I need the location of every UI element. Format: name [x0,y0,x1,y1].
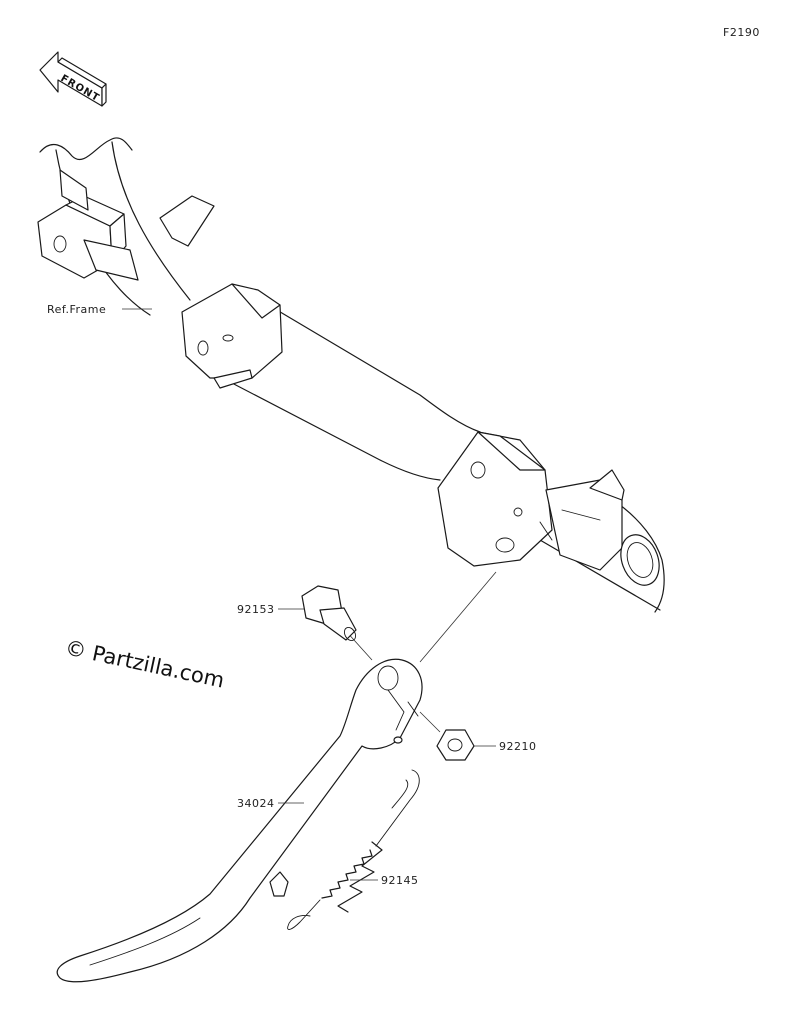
bolt-part [301,585,357,642]
spring-part [287,769,420,930]
label-92145: 92145 [381,874,419,887]
watermark: © Partzilla.com [63,635,227,692]
frame-to-stand-leader [419,571,497,663]
label-34024: 34024 [237,797,275,810]
nut-part [436,729,475,761]
frame-assembly [37,137,665,613]
figure-id: F2190 [723,26,760,39]
label-ref-frame: Ref.Frame [47,303,106,316]
label-92153: 92153 [237,603,275,616]
side-stand-part [56,658,423,983]
label-92210: 92210 [499,740,537,753]
front-arrow-icon: FRONT [39,51,107,107]
